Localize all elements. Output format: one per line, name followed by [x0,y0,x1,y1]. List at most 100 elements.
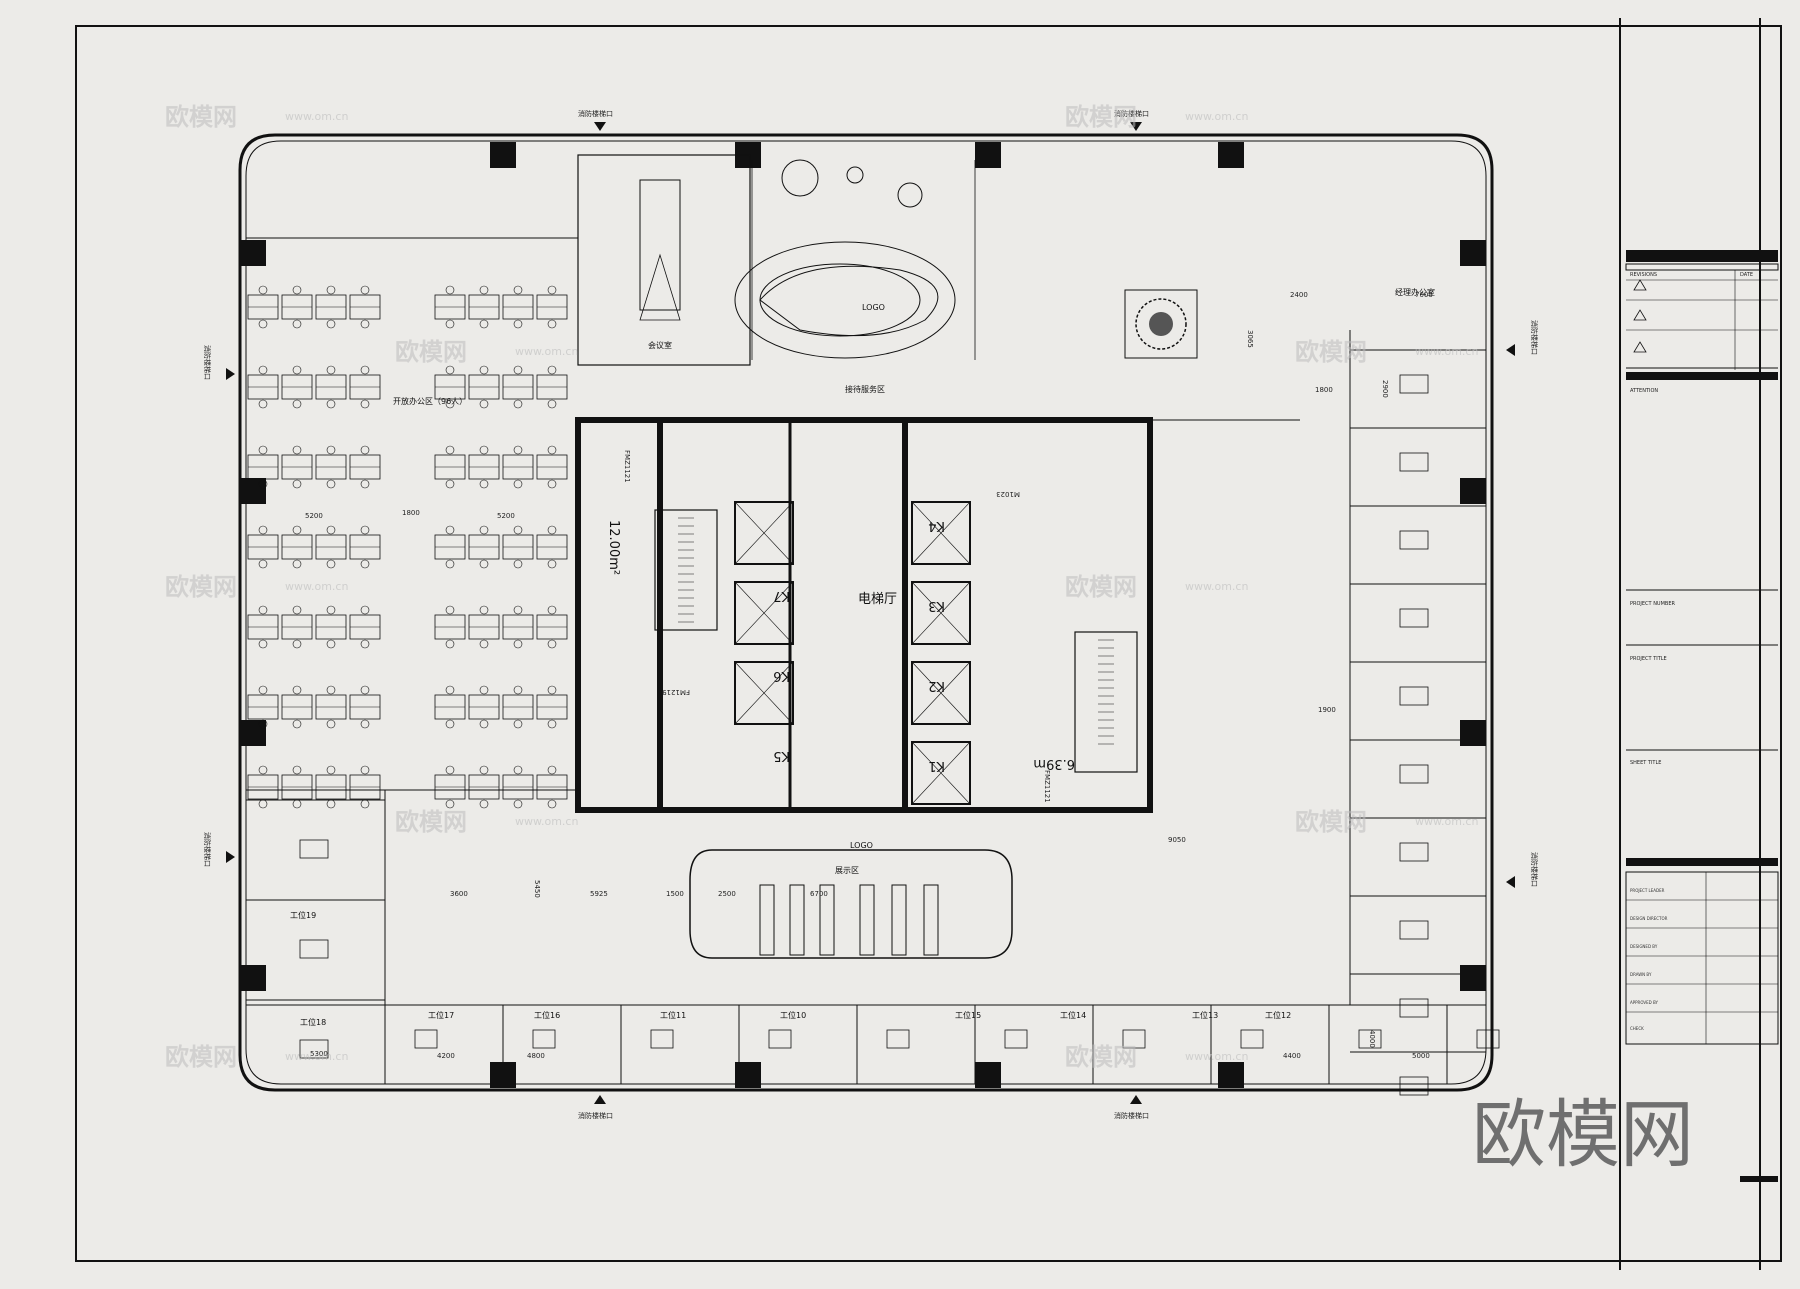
chair [513,445,523,455]
exit-arrow-icon [594,122,606,131]
open-office-label: 开放办公区（96人） [393,396,467,406]
office-desk [1399,374,1429,394]
dimension-text: 1800 [402,509,420,517]
chair [258,319,268,329]
chair [547,319,557,329]
chair [479,319,489,329]
dimension-text: 1500 [666,890,684,898]
office-desk [1399,998,1429,1018]
elevator-label: K5 [773,748,790,763]
exit-arrow-icon [226,851,235,863]
office-desk [768,1029,792,1049]
meeting-room [577,154,751,366]
chair [513,525,523,535]
structural-column [1460,720,1486,746]
chair [258,365,268,375]
dimension-text: 9050 [1168,836,1186,844]
chair [445,765,455,775]
chair [292,765,302,775]
check-label: CHECK [1630,1026,1644,1031]
chair [292,525,302,535]
elevator-label: K6 [773,668,790,683]
elevator-label: K1 [928,758,945,773]
watermark-text: 欧模网 [165,103,237,131]
dimension-text: 1900 [1318,706,1336,714]
chair [258,479,268,489]
chair [547,639,557,649]
watermark-url: www.om.cn [285,110,348,123]
chair [479,605,489,615]
office-label: 工位10 [780,1010,806,1020]
stairwells [654,509,1138,773]
office-desk [1399,764,1429,784]
exit-label: 消防楼梯口 [578,1111,613,1120]
office-desk [1122,1029,1146,1049]
chair [292,639,302,649]
drawn-by-label: DRAWN BY [1630,972,1652,977]
dimension-text: 6700 [810,890,828,898]
office-desk [299,1039,329,1059]
office-desk [886,1029,910,1049]
chair [445,285,455,295]
structural-column [1218,142,1244,168]
office-label: 工位17 [428,1010,454,1020]
chair [258,285,268,295]
chair [326,445,336,455]
dimension-text: 5200 [305,512,323,520]
chair [258,445,268,455]
chair [258,685,268,695]
sheet-title-label: SHEET TITLE [1630,760,1661,766]
chair [479,639,489,649]
exit-label: 消防楼梯口 [1114,109,1149,118]
chair [326,639,336,649]
elevator-shaft [734,661,794,725]
manager-office-label: 经理办公室 [1395,287,1435,297]
office-label: 工位11 [660,1010,686,1020]
chair [513,765,523,775]
chair [360,285,370,295]
structural-column [240,965,266,991]
stair-area-label: 12.00m² [606,520,621,575]
dimension-text: 4800 [527,1052,545,1060]
office-desk [532,1029,556,1049]
office-desk [1240,1029,1264,1049]
chair [479,445,489,455]
exit-arrow-icon [594,1095,606,1104]
structural-column [975,142,1001,168]
chair [292,365,302,375]
exit-label: 消防楼梯口 [1530,320,1539,355]
structural-column [240,478,266,504]
elevator-shaft [911,741,971,805]
elevator-label: K7 [773,588,790,603]
chair [445,525,455,535]
revision-triangle-icon [1633,309,1647,321]
chair [292,719,302,729]
elevator-label: K4 [928,518,945,533]
chair [360,605,370,615]
dimension-text: 5450 [533,880,541,898]
chair [258,605,268,615]
chair [513,365,523,375]
office-label: 工位19 [290,910,316,920]
dimension-text: 3600 [450,890,468,898]
revision-triangle-icon [1633,341,1647,353]
elevator-cross [911,581,971,645]
office-desk [299,939,329,959]
chair [326,319,336,329]
exit-arrow-icon [226,368,235,380]
chair [360,559,370,569]
chair [445,445,455,455]
dimension-annotations: 1800 5200 5200 2400 7000 3065 1800 2900 … [305,291,1433,1060]
chair [360,319,370,329]
chair [292,399,302,409]
exit-markers: 消防楼梯口 消防楼梯口 消防楼梯口 消防楼梯口 消防楼梯口 消防楼梯口 消防楼梯… [203,109,1539,1120]
dimension-text: 4200 [437,1052,455,1060]
office-desk [1476,1029,1500,1049]
watermark-text: 欧模网 [395,338,467,366]
door-tag: FM1219 [662,688,690,696]
chair [258,639,268,649]
watermark-text: 欧模网 [165,573,237,601]
